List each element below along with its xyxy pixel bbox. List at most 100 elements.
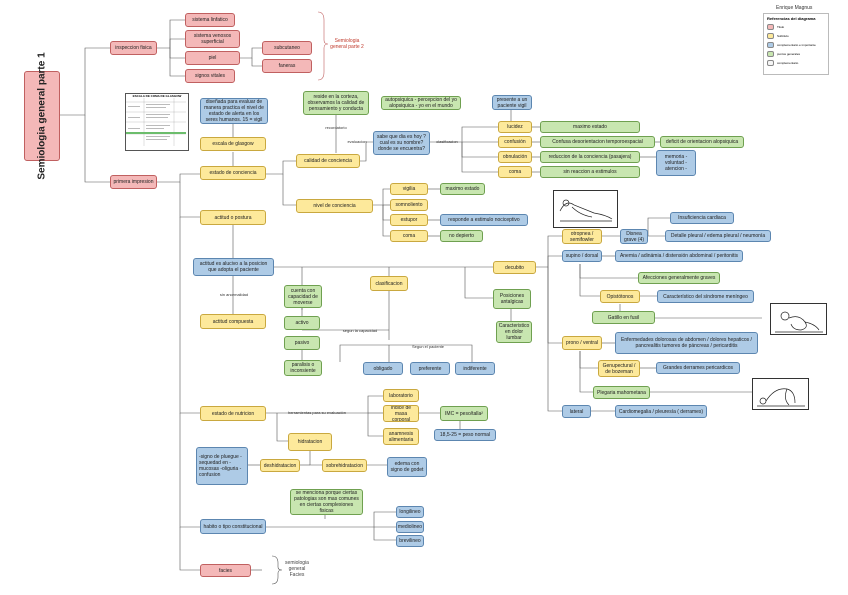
ref-semiologia-facies: semiologia general Facies xyxy=(285,560,309,578)
node-caracteristico-dolor-lumbar[interactable]: Caracteristico en dolor lumbar xyxy=(496,321,532,343)
node-gatillo-fusil[interactable]: Gatillo en fusil xyxy=(592,311,655,324)
node-habito-descripcion[interactable]: se menciona porque ciertas patologias so… xyxy=(290,489,363,515)
node-obligado[interactable]: obligado xyxy=(363,362,403,375)
node-estado-nutricion[interactable]: estado de nutricion xyxy=(200,406,266,421)
label-clasificacion: clasificacion xyxy=(436,139,458,144)
legend-item: Subtitulo xyxy=(767,33,825,39)
node-mediolineo[interactable]: mediolineo xyxy=(396,521,424,533)
node-obnulacion[interactable]: obnulación xyxy=(498,151,532,163)
node-inspeccion-fisica[interactable]: inspeccion fisica xyxy=(110,41,157,55)
node-memoria-voluntad[interactable]: memoria - voluntad - atencion - xyxy=(656,150,696,176)
node-reside-corteza[interactable]: reside en la corteza, observamos la cali… xyxy=(303,91,369,115)
node-actitud-postura[interactable]: actitud o postura xyxy=(200,210,266,225)
node-activo[interactable]: activo xyxy=(284,316,320,330)
node-vigilia[interactable]: vigilia xyxy=(390,183,428,195)
node-facies[interactable]: facies xyxy=(200,564,251,577)
node-enfermedades-dolorosas[interactable]: Enfermedades dolorosas de abdomen / dolo… xyxy=(615,332,758,354)
node-preguntas-orientacion[interactable]: sabe que dia es hoy ? cual es su nombre?… xyxy=(373,131,430,155)
node-paralisis[interactable]: paralisis o inconsiente xyxy=(284,360,322,376)
node-cardiomegalia[interactable]: Cardiomegalia / pleuresía ( derrames) xyxy=(615,405,707,418)
node-indiferente[interactable]: indiferente xyxy=(455,362,495,375)
legend-title: Referencias del diagrama xyxy=(767,16,816,21)
label-segun-paciente: Segun el paciente xyxy=(411,344,445,349)
node-detalle-pleural[interactable]: Detalle pleural / edema pleural / neumon… xyxy=(665,230,771,242)
plegaria-sketch xyxy=(757,388,805,407)
node-autopsiquica[interactable]: autopsiquica - percepcion del yo alopsiq… xyxy=(381,96,461,110)
node-edema-godet[interactable]: edema con signo de godet xyxy=(387,457,427,477)
node-primera-impresion[interactable]: primera impresion xyxy=(110,175,157,189)
glasgow-table-title: ESCALA DE COMA DE GLASGOW xyxy=(132,94,182,98)
node-signos-deshidratacion[interactable]: -signo de pluegue -sequedad en -mucosas … xyxy=(196,447,248,485)
label-recordatorio: recordatorio xyxy=(325,125,347,130)
node-coma-nivel[interactable]: coma xyxy=(390,230,428,242)
legend-item: puntos generales xyxy=(767,51,825,57)
node-obnulacion-desc[interactable]: reduccion de la conciencia (pasajera) xyxy=(540,151,640,163)
node-clasificacion[interactable]: clasificacion xyxy=(370,276,408,291)
node-pasivo[interactable]: pasivo xyxy=(284,336,320,350)
node-coma-nivel-desc[interactable]: no depierto xyxy=(440,230,483,242)
label-segun-capacidad: segun la capacidad xyxy=(342,328,378,333)
node-coma-calidad[interactable]: coma xyxy=(498,166,532,178)
node-actitud-definicion[interactable]: actitud es alucivo a la posicion que ado… xyxy=(193,258,274,276)
node-habito-constitucional[interactable]: habito o tipo constitucional xyxy=(200,519,266,534)
node-genupectoral[interactable]: Genupectural / de bozeman xyxy=(598,360,640,377)
node-prono-ventral[interactable]: prono / ventral xyxy=(562,336,602,350)
node-imc-normal[interactable]: 18,5-25 = peso normal xyxy=(434,429,496,441)
node-preferente[interactable]: preferente xyxy=(410,362,450,375)
node-faneras[interactable]: faneras xyxy=(262,59,312,73)
node-lateral[interactable]: lateral xyxy=(562,405,591,418)
node-otropnea-semifowler[interactable]: otropnea / semifowler xyxy=(562,229,602,244)
node-confusion-desc[interactable]: Confusa desorientacion temporoespacial xyxy=(540,136,655,148)
node-lucidez-desc[interactable]: maximo estado xyxy=(540,121,640,133)
node-sistema-venoso[interactable]: sistema venosos superficial xyxy=(185,30,240,48)
node-coma-desc[interactable]: sin reaccion a estimulos xyxy=(540,166,640,178)
node-laboratorio[interactable]: laboratorio xyxy=(383,389,419,402)
node-indice-masa-corporal[interactable]: indice de masa corporal xyxy=(383,405,419,422)
node-insuficiencia-cardiaca[interactable]: Insuficiencia cardiaca xyxy=(670,212,734,224)
node-estupor[interactable]: estupor xyxy=(390,214,428,226)
node-confusion[interactable]: confusión xyxy=(498,136,532,148)
node-hidratacion[interactable]: hidratacion xyxy=(288,433,332,451)
node-decubito[interactable]: decubito xyxy=(493,261,536,274)
gatillo-fusil-sketch xyxy=(775,311,823,333)
node-longilineo[interactable]: longilineo xyxy=(396,506,424,518)
label-sin-anormalidad: sin anormalidad xyxy=(219,292,249,297)
node-estupor-desc[interactable]: responde a estimulo nociceptivo xyxy=(440,214,528,226)
node-supino-dorsal[interactable]: supino / dorsal xyxy=(562,250,602,262)
legend: Referencias del diagrama Titulo Subtitul… xyxy=(763,13,829,75)
node-sobrehidratacion[interactable]: sobrehidratacion xyxy=(322,459,367,472)
node-anemia-adinamia[interactable]: Anemia / adinámia / distensión abdominal… xyxy=(615,250,743,262)
node-actitud-compuesta[interactable]: actitud compuesta xyxy=(200,314,266,329)
node-calidad-conciencia[interactable]: calidad de conciencia xyxy=(296,154,360,168)
legend-item: Titulo xyxy=(767,24,825,30)
node-nivel-conciencia[interactable]: nivel de conciencia xyxy=(296,199,373,213)
node-estado-conciencia[interactable]: estado de conciencia xyxy=(200,166,266,180)
node-lucidez[interactable]: lucidez xyxy=(498,121,532,133)
node-brevilineo[interactable]: brevilineo xyxy=(396,535,424,547)
node-presente-vigil[interactable]: presente a un paciente vigil xyxy=(492,95,532,110)
node-cuenta-con-capacidad[interactable]: cuenta con capacidad de moverse xyxy=(284,285,322,308)
node-piel[interactable]: piel xyxy=(185,51,240,65)
semifowler-sketch xyxy=(559,199,613,222)
node-deshidratacion[interactable]: deshidratacion xyxy=(260,459,300,472)
node-signos-vitales[interactable]: signos vitales xyxy=(185,69,235,83)
node-plegaria-mahometana[interactable]: Plegaria mahometana xyxy=(593,386,650,399)
glasgow-table-grid xyxy=(126,98,186,146)
node-deficit-orientacion[interactable]: deficit de orientacion alopsiquica xyxy=(660,136,744,148)
node-imc-formula[interactable]: IMC = peso/talla² xyxy=(440,406,488,421)
node-escala-glasgow[interactable]: escala de glasgow xyxy=(200,137,266,151)
node-grandes-derrames[interactable]: Grandes derrames pericardicos xyxy=(656,362,740,374)
label-herramientas: herramientas para su evaluación xyxy=(287,410,347,415)
node-sistema-linfatico[interactable]: sistema linfatico xyxy=(185,13,235,27)
node-afecciones-graves[interactable]: Afecciones generalmente graves xyxy=(638,272,720,284)
node-posiciones-antalgicas[interactable]: Posiciones antalgicas xyxy=(493,289,531,309)
node-opistotonos[interactable]: Opistótonos xyxy=(600,290,640,303)
node-anamnesis[interactable]: anamnesis alimentaria xyxy=(383,428,419,445)
node-disnea-grave[interactable]: Disnea grave (4) xyxy=(620,229,648,244)
node-vigilia-desc[interactable]: maximo estado xyxy=(440,183,485,195)
node-glasgow-descripcion[interactable]: diseñada para evaluar de manera practica… xyxy=(200,98,268,124)
node-subcutaneo[interactable]: subcutaneo xyxy=(262,41,312,55)
node-sindrome-meningeo[interactable]: Característico del síndrome meníngeo xyxy=(657,290,754,303)
node-somnoliento[interactable]: somnoliento xyxy=(390,199,428,211)
